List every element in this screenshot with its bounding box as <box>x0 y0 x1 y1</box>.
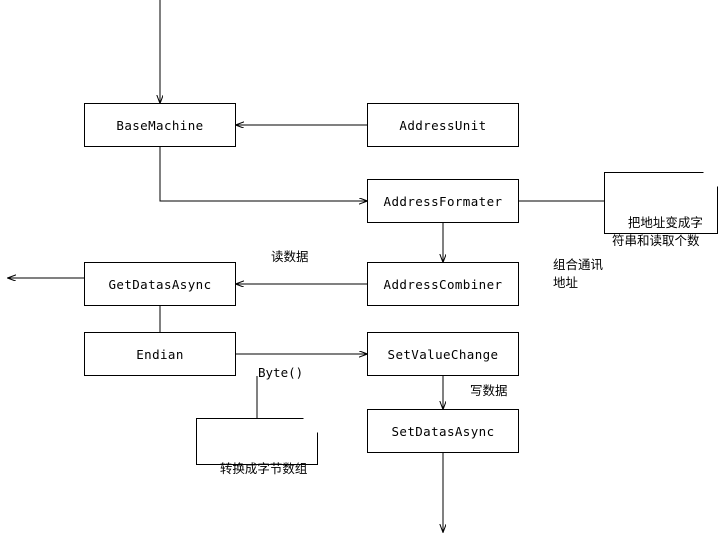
note-address-string: 把地址变成字符串和读取个数 <box>604 172 718 248</box>
node-address-unit[interactable]: AddressUnit <box>367 103 519 147</box>
note-fold-icon <box>303 418 318 433</box>
node-set-datas-async[interactable]: SetDatasAsync <box>367 409 519 453</box>
note-byte-array: 转换成字节数组 <box>196 418 318 476</box>
node-base-machine[interactable]: BaseMachine <box>84 103 236 147</box>
node-address-combiner[interactable]: AddressCombiner <box>367 262 519 306</box>
edge-label-combine-address: 组合通讯 地址 <box>553 257 604 291</box>
note-fold-icon <box>703 172 718 187</box>
note-byte-array-text: 转换成字节数组 <box>219 461 308 477</box>
node-address-formater[interactable]: AddressFormater <box>367 179 519 223</box>
edge-label-read-data: 读数据 <box>271 249 309 264</box>
note-address-string-text: 把地址变成字符串和读取个数 <box>612 215 703 249</box>
node-set-value-change[interactable]: SetValueChange <box>367 332 519 376</box>
node-get-datas-async[interactable]: GetDatasAsync <box>84 262 236 306</box>
edge-label-byte-call: Byte() <box>258 365 304 380</box>
node-endian[interactable]: Endian <box>84 332 236 376</box>
edge-label-write-data: 写数据 <box>470 383 508 398</box>
edge-basemachine-to-addressformater <box>159 147 367 201</box>
